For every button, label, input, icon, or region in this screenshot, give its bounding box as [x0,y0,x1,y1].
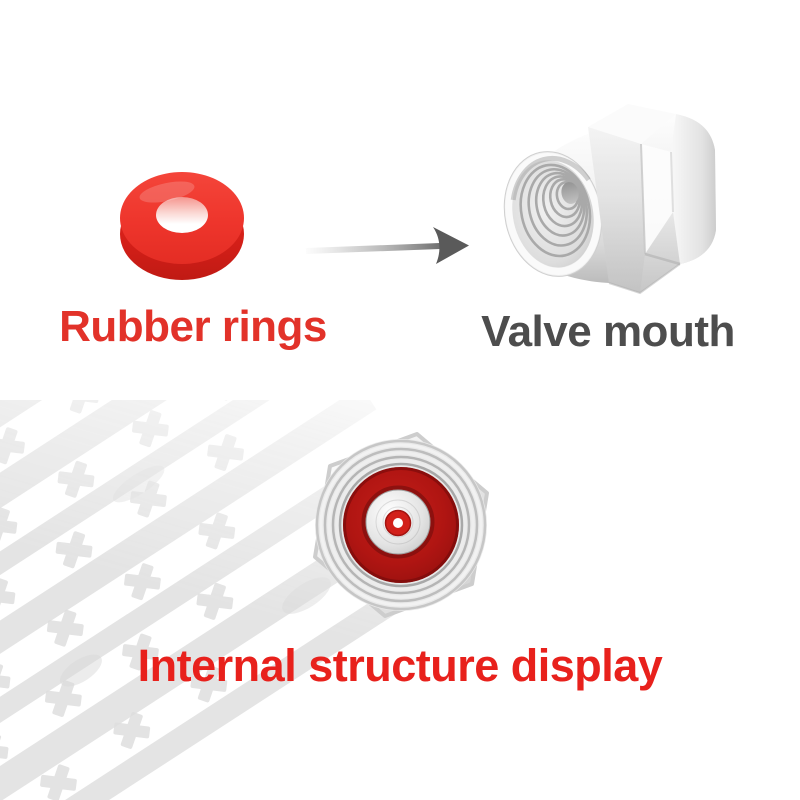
hex-top-facet [588,104,676,144]
internal-structure-label: Internal structure display [137,640,663,691]
ring-hole [156,197,208,233]
arrow-right-icon [305,227,469,264]
cap-threaded-mouth [503,151,603,277]
red-rubber-ring [120,172,245,280]
internal-threads [315,439,487,611]
arrow-shaft [305,243,441,254]
hex-left-facet [588,127,645,293]
chrome-valve-cap [503,104,716,295]
hex-front-facet [641,144,673,254]
mouth-hole [561,182,579,204]
valve-cap-internal-view [313,432,489,618]
rubber-rings-label: Rubber rings [59,302,327,351]
internal-donut-hole [393,518,403,528]
disc-outer-shadow [361,485,435,559]
mouth-inner-shadow [510,155,591,201]
seal-inner-shadow [343,467,459,583]
valve-mouth-label: Valve mouth [481,307,735,356]
ring-highlight [139,181,195,203]
arrow-head [433,227,469,264]
ring-top-face [120,172,245,264]
mouth-threads [519,163,592,258]
hex-right-facet [671,114,716,264]
cap-hex-head [588,104,716,295]
